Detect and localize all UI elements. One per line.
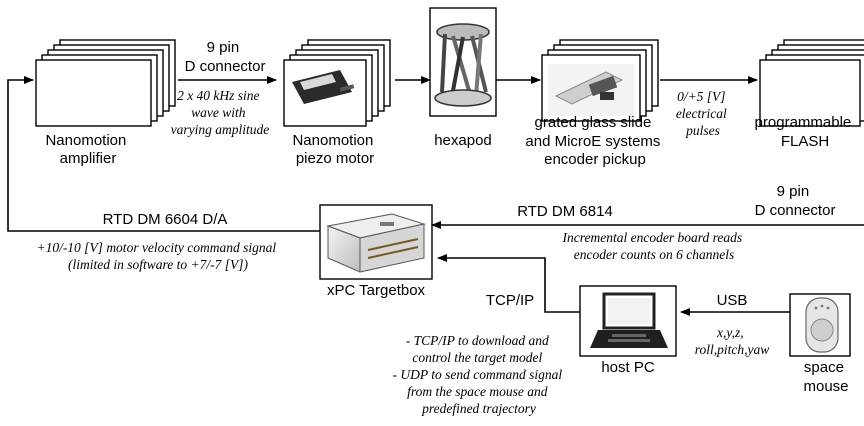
encoder-label: grated glass slide and MicroE systems en…: [525, 114, 664, 168]
space-mouse-icon: [805, 297, 839, 353]
rtd-6604-note: +10/-10 [V] motor velocity command signa…: [36, 240, 279, 272]
hexapod-block: [429, 7, 497, 117]
spacemouse-block: [789, 293, 851, 357]
hostpc-block: [579, 285, 677, 357]
usb-note: x,y,z, roll,pitch,yaw: [695, 325, 770, 357]
connection-lines: [7, 76, 864, 316]
spacemouse-label: space mouse: [803, 359, 848, 395]
targetbox-block: [319, 204, 433, 280]
amplifier-block: [35, 39, 176, 127]
flash-block: [759, 39, 864, 127]
flash-label: programmable FLASH: [755, 114, 856, 150]
rtd-6814-note: Incremental encoder board reads encoder …: [562, 230, 746, 262]
targetbox-photo: [326, 213, 426, 273]
encoder-photo: [548, 64, 634, 116]
pulses-note: 0/+5 [V] electrical pulses: [676, 89, 730, 138]
targetbox-label: xPC Targetbox: [327, 282, 426, 299]
hexapod-photo: [434, 23, 492, 107]
piezo-motor-label: Nanomotion piezo motor: [292, 132, 377, 167]
laptop-icon: [590, 292, 668, 348]
tcpip-note: - TCP/IP to download and control the tar…: [393, 333, 566, 416]
amplifier-label: Nanomotion amplifier: [45, 132, 130, 167]
tcpip-label: TCP/IP: [486, 292, 534, 309]
encoder-block: [541, 39, 659, 122]
rtd-6814-label: RTD DM 6814: [517, 203, 613, 220]
usb-label: USB: [717, 292, 748, 309]
right-connector-label: 9 pin D connector: [755, 183, 836, 219]
amp-piezo-connector-label: 9 pin D connector: [185, 39, 266, 75]
hexapod-label: hexapod: [434, 132, 492, 149]
piezo-motor-photo: [292, 70, 355, 104]
sine-wave-note: 2 x 40 kHz sine wave with varying amplit…: [171, 88, 270, 137]
hostpc-label: host PC: [601, 359, 655, 376]
piezo-motor-block: [283, 39, 391, 127]
rtd-6604-label: RTD DM 6604 D/A: [103, 211, 228, 228]
